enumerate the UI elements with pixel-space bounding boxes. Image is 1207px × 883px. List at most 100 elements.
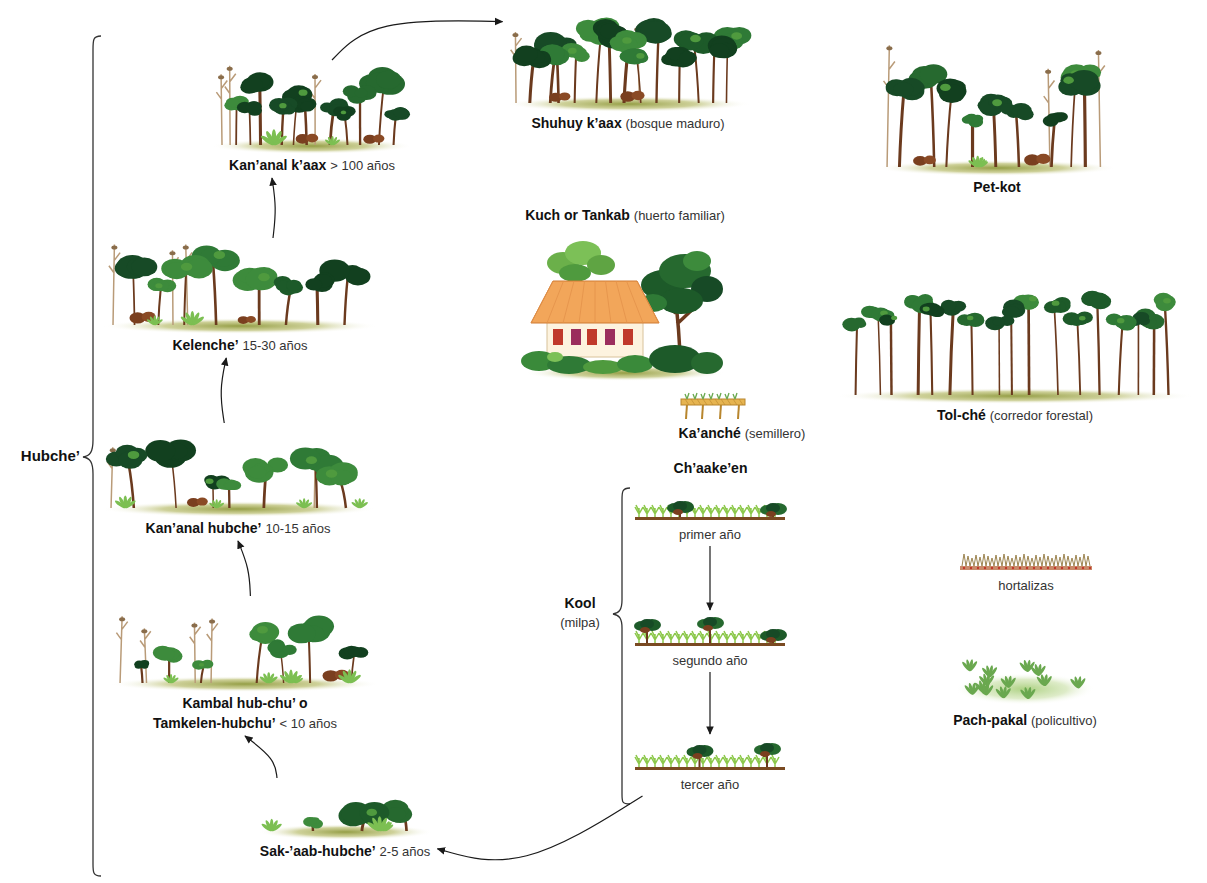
foliage-blob (341, 111, 346, 115)
stage-note: (policultivo) (1031, 713, 1097, 728)
tree-trunk (946, 94, 951, 167)
caption: Kan’anal k’aax> 100 años (212, 155, 412, 175)
foliage-blob (268, 641, 283, 652)
foliage-blob (155, 283, 162, 288)
ground-shadow (835, 388, 1195, 404)
vegetation-illustration (525, 229, 725, 379)
foliage-blob (1052, 300, 1060, 305)
milpa-year: primer año (635, 493, 785, 544)
foliage-blob (709, 44, 729, 58)
tree-trunk (1027, 303, 1030, 395)
soil-dot (1019, 567, 1021, 569)
house-panel (587, 329, 597, 345)
foliage-blob (679, 51, 697, 64)
foliage-blob (587, 255, 615, 275)
crop-leaf (1007, 677, 1017, 689)
tree-trunk (1077, 322, 1080, 395)
stage-note: (semillero) (745, 426, 806, 441)
tree-trunk (1010, 313, 1013, 395)
foliage-blob (558, 92, 569, 100)
stage-name: Pet-kot (973, 179, 1020, 195)
foliage-blob (1117, 318, 1124, 323)
foliage-blob (559, 264, 591, 282)
foliage-blob (246, 101, 262, 112)
caption: Kelenche’15-30 años (103, 335, 378, 355)
foliage-blob (246, 316, 256, 323)
vegetation-illustration (877, 38, 1117, 174)
foliage-blob (993, 317, 1005, 326)
bracket-label: Hubche’ (21, 447, 80, 464)
label-box: Hubche’ (8, 447, 80, 465)
soil-bed (960, 566, 1092, 570)
foliage-blob (376, 70, 401, 88)
stage-note: (huerto familiar) (634, 208, 725, 223)
succession-stage: Kan’anal hubche’10-15 años (101, 425, 376, 538)
vegetation-illustration (212, 62, 412, 152)
fern-leaf (273, 134, 288, 147)
vegetable-rows (962, 554, 1090, 566)
bare-stem (140, 628, 151, 683)
caption: Sak-’aab-hubche’2-5 años (256, 841, 435, 861)
stage-name: Ch’aake’en (674, 460, 748, 476)
tree-trunk (141, 667, 142, 683)
soil-dot (977, 567, 979, 569)
table-leg (720, 404, 721, 419)
fern-leaf (295, 677, 303, 684)
tree-trunk (235, 106, 237, 145)
table-leg (686, 404, 687, 419)
fern-leaf (153, 318, 162, 326)
succession-arrow (332, 21, 503, 60)
foliage-blob (691, 352, 723, 374)
tree-trunk (1138, 322, 1140, 395)
caption: hortalizas (960, 575, 1092, 595)
caption: Ch’aake’en (628, 458, 793, 478)
tree-trunk (1119, 325, 1123, 395)
foliage-blob (169, 251, 175, 255)
tree-trunk (998, 326, 1000, 395)
foliage-blob (1079, 316, 1085, 321)
vegetation-illustration (258, 780, 433, 838)
foliage-blob (893, 82, 913, 97)
stage-note: (bosque maduro) (626, 116, 725, 131)
caption: Kuch or Tankab(huerto familiar) (521, 205, 729, 225)
bare-stem (510, 32, 521, 103)
label-box: Kool (545, 594, 615, 612)
tree-trunk (359, 98, 361, 145)
land-use-unit: Tol-ché(corredor forestal) (835, 288, 1195, 425)
stage-name: Sak-’aab-hubche’ (260, 843, 376, 859)
foliage-blob (245, 268, 276, 291)
foliage-blob (283, 645, 297, 655)
soil-dot (1012, 567, 1014, 569)
foliage-blob (354, 88, 367, 97)
foliage-blob (303, 817, 317, 827)
soil-line (635, 767, 785, 770)
foliage-blob (393, 107, 408, 118)
soil-dot (963, 567, 965, 569)
fern-leaf (358, 501, 368, 509)
foliage-blob (325, 470, 337, 478)
stage-note: < 10 años (280, 716, 337, 731)
tree-trunk (249, 112, 252, 145)
fern-leaf (268, 676, 278, 685)
stage-name: Tol-ché (937, 407, 986, 423)
succession-arrow (709, 672, 710, 734)
succession-arrow (221, 358, 226, 423)
stage-name: primer año (679, 527, 741, 542)
house-wall (547, 321, 643, 357)
tree-trunk (890, 322, 893, 395)
foliage-blob (1063, 77, 1074, 84)
foliage-blob (886, 46, 892, 50)
succession-stage: Kelenche’15-30 años (103, 240, 378, 355)
foliage-blob (842, 318, 860, 331)
foliage-blob (191, 624, 197, 628)
foliage-blob (145, 440, 175, 462)
thatched-roof (531, 281, 659, 323)
vegetation-illustration (110, 598, 380, 690)
foliage-blob (336, 110, 351, 120)
bare-stem (216, 74, 227, 145)
fern-leaf (124, 499, 136, 509)
vegetation-illustration (506, 12, 751, 110)
soil-dot (998, 567, 1000, 569)
foliage-blob (257, 626, 268, 634)
soil-dot (1005, 567, 1007, 569)
